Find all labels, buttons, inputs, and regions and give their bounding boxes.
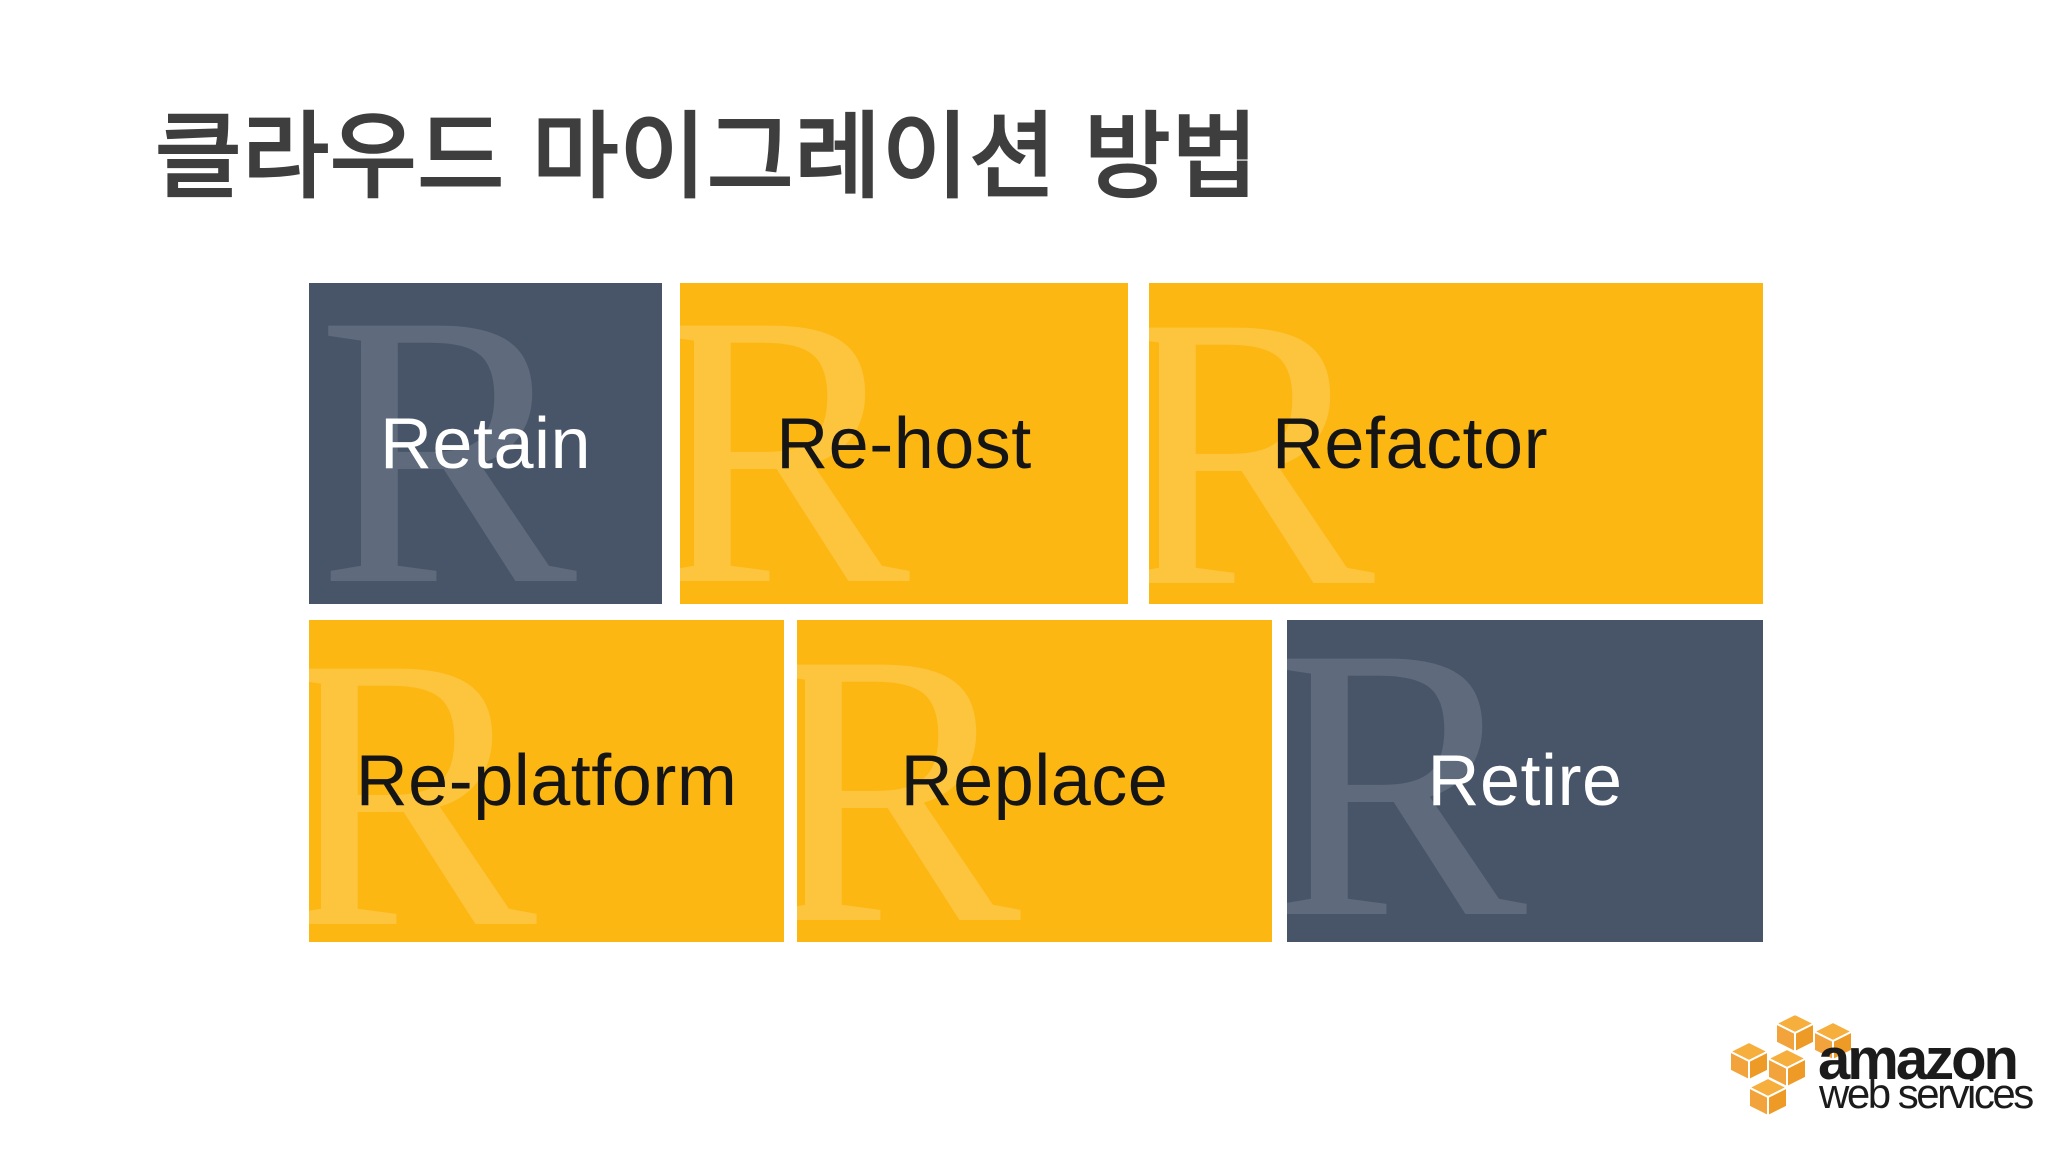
logo-sub-text: web services <box>1819 1070 2034 1117</box>
box-label-retain: Retain <box>379 403 592 484</box>
box-label-replace: Replace <box>900 741 1169 821</box>
box-refactor: R Refactor <box>1149 283 1763 604</box>
slide-title: 클라우드 마이그레이션 방법 <box>155 104 1259 209</box>
box-replace: R Replace <box>797 620 1272 942</box>
box-label-refactor: Refactor <box>1271 403 1549 484</box>
logo-brand-text: amazon <box>1818 1027 2019 1092</box>
box-retire: R Retire <box>1287 620 1763 942</box>
box-replatform: R Re-platform <box>309 620 784 942</box>
box-rehost: R Re-host <box>680 283 1128 604</box>
box-retain: R Retain <box>309 283 662 604</box>
box-label-retire: Retire <box>1427 741 1623 821</box>
box-label-replatform: Re-platform <box>355 741 738 821</box>
box-label-rehost: Re-host <box>776 403 1032 484</box>
